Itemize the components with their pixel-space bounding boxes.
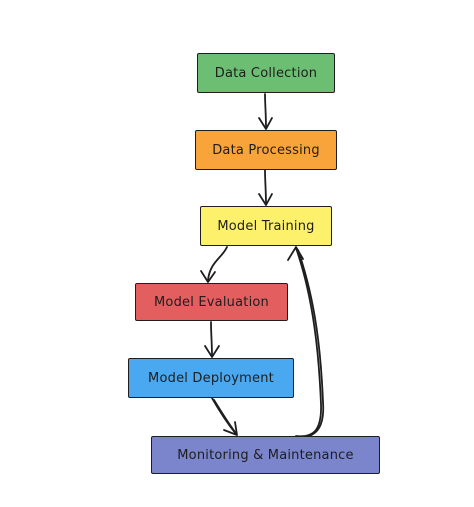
node-label: Data Processing: [212, 142, 320, 158]
edge-training-to-evaluation: [207, 246, 228, 281]
edge-collection-to-processing: [264, 93, 267, 129]
edge-processing-to-training: [264, 169, 267, 205]
arrowhead-deployment-to-monitoring: [223, 421, 238, 436]
node-data-processing[interactable]: Data Processing: [195, 130, 337, 170]
edge-monitoring-to-training: [295, 247, 322, 438]
node-model-training[interactable]: Model Training: [200, 206, 332, 246]
node-model-deployment[interactable]: Model Deployment: [128, 358, 294, 398]
node-label: Monitoring & Maintenance: [177, 447, 354, 463]
arrowhead-monitoring-to-training: [287, 246, 304, 261]
node-model-evaluation[interactable]: Model Evaluation: [135, 283, 288, 321]
arrowhead-processing-to-training: [258, 193, 273, 206]
node-label: Model Evaluation: [154, 294, 269, 310]
edge-evaluation-to-deployment: [210, 321, 213, 357]
edge-deployment-to-monitoring: [211, 397, 237, 435]
node-label: Model Training: [217, 218, 315, 234]
node-monitoring-maintenance[interactable]: Monitoring & Maintenance: [151, 436, 380, 474]
arrowhead-evaluation-to-deployment: [204, 345, 220, 358]
node-data-collection[interactable]: Data Collection: [197, 53, 335, 93]
node-label: Data Collection: [214, 65, 318, 81]
arrowhead-collection-to-processing: [258, 117, 273, 130]
node-label: Model Deployment: [148, 370, 274, 386]
arrowhead-training-to-evaluation: [200, 270, 216, 283]
